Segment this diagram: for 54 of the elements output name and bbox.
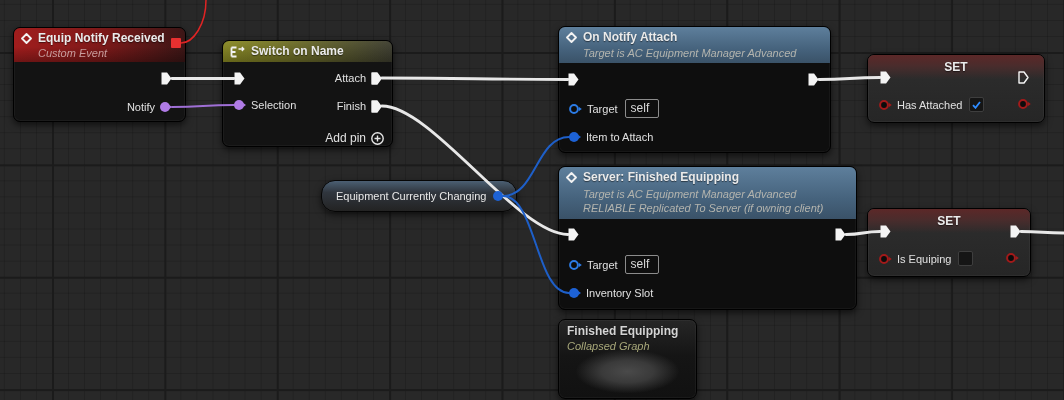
node-subtitle: Target is AC Equipment Manager Advanced [583, 187, 798, 201]
exec-pin-icon [880, 71, 891, 84]
wire [380, 76, 570, 81]
pin-label: Item to Attach [586, 130, 654, 144]
node-subtitle: Collapsed Graph [567, 339, 651, 353]
pin-label: Attach [334, 71, 366, 85]
pin-label: Inventory Slot [586, 286, 654, 300]
wire [171, 104, 235, 108]
exec-pin-icon [568, 73, 579, 86]
node-title: Finished Equipping [567, 324, 679, 339]
switch-node [222, 40, 393, 147]
pin-dot-icon [493, 191, 503, 201]
pin-label: Finish [336, 99, 366, 113]
wire [180, 0, 207, 44]
exec-pin-icon [568, 228, 579, 241]
input-field: self [624, 255, 659, 274]
function-node [558, 26, 831, 153]
exec-pin-icon [835, 228, 846, 241]
node-title: Switch on Name [251, 44, 344, 59]
node-title: Equip Notify Received [38, 31, 165, 46]
wire [170, 77, 236, 80]
node-title: SET [944, 60, 968, 75]
wire [502, 195, 570, 294]
exec-pin-icon [880, 225, 891, 238]
setter-node [867, 54, 1045, 123]
variable-node [321, 180, 517, 212]
node-title: SET [937, 214, 961, 229]
exec-pin-icon [234, 72, 245, 85]
wire [1019, 230, 1064, 235]
pin-label: Has Attached [897, 97, 963, 112]
setter-node [867, 208, 1031, 277]
add-pin-button: Add pin [325, 131, 384, 145]
node-subtitle: Custom Event [38, 46, 108, 60]
node-subtitle: Target is AC Equipment Manager Advanced [583, 46, 797, 60]
node-subtitle: RELIABLE Replicated To Server (if owning client) [583, 201, 824, 215]
pin-label: Target [587, 257, 618, 272]
node-title: On Notify Attach [583, 30, 678, 45]
event-node [13, 27, 186, 122]
wire [380, 104, 570, 236]
pin-label: Selection [251, 98, 297, 112]
wire [844, 230, 882, 236]
variable-name: Equipment Currently Changing [336, 189, 487, 203]
function-node [558, 166, 857, 310]
wire [817, 76, 882, 81]
square-pin-icon [171, 38, 181, 48]
input-field: self [624, 99, 659, 118]
node-title: Server: Finished Equipping [583, 170, 740, 185]
pin-label: Notify [126, 100, 155, 114]
pin-label: Is Equiping [897, 251, 952, 266]
pin-label: Target [587, 101, 618, 116]
collapsed-graph-node [558, 319, 697, 399]
exec-pin-icon [808, 73, 819, 86]
exec-pin-icon [161, 72, 172, 85]
exec-pin-icon [1010, 225, 1021, 238]
